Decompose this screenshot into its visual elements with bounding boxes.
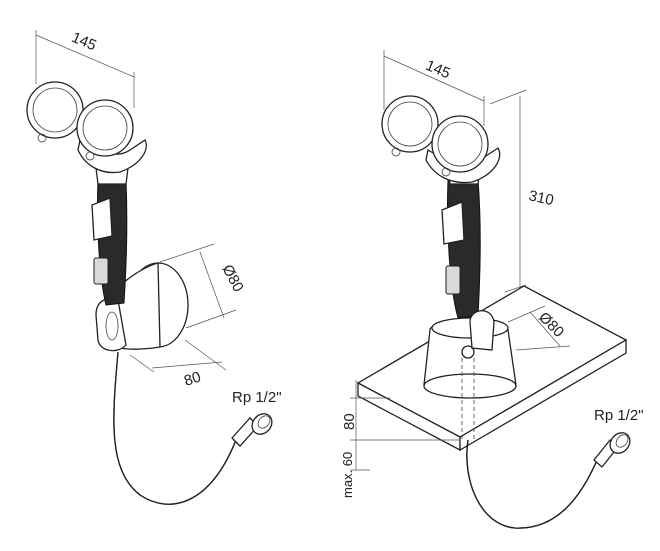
right-hose-connector bbox=[593, 432, 631, 468]
left-hose-connector bbox=[231, 413, 273, 447]
left-depth-dimension: 80 bbox=[129, 339, 227, 390]
right-plate-label: 80 bbox=[341, 413, 358, 430]
left-diameter-label: Ø80 bbox=[218, 262, 246, 295]
left-wall-bracket bbox=[95, 262, 189, 352]
left-depth-label: 80 bbox=[182, 368, 203, 389]
right-connection-label: Rp 1/2" bbox=[594, 407, 644, 424]
right-hose bbox=[466, 439, 599, 529]
right-height-dimension: 310 bbox=[489, 89, 555, 293]
left-spray-heads bbox=[26, 81, 147, 174]
right-eyewash-assembly: 145 310 Rp 1/2" bbox=[340, 50, 644, 529]
right-height-label: 310 bbox=[527, 187, 555, 209]
right-max-label: max. 60 bbox=[340, 452, 355, 498]
right-vertical-dimensions: 80 max. 60 bbox=[340, 380, 460, 498]
right-spray-heads bbox=[381, 95, 501, 184]
right-width-label: 145 bbox=[423, 57, 453, 82]
left-width-label: 145 bbox=[69, 29, 99, 54]
left-connection-label: Rp 1/2" bbox=[232, 389, 282, 406]
left-handle bbox=[91, 161, 129, 306]
left-eyewash-assembly: 145 Rp 1/2" Ø80 bbox=[26, 29, 282, 505]
right-handle bbox=[441, 161, 495, 351]
left-hose bbox=[113, 351, 237, 505]
